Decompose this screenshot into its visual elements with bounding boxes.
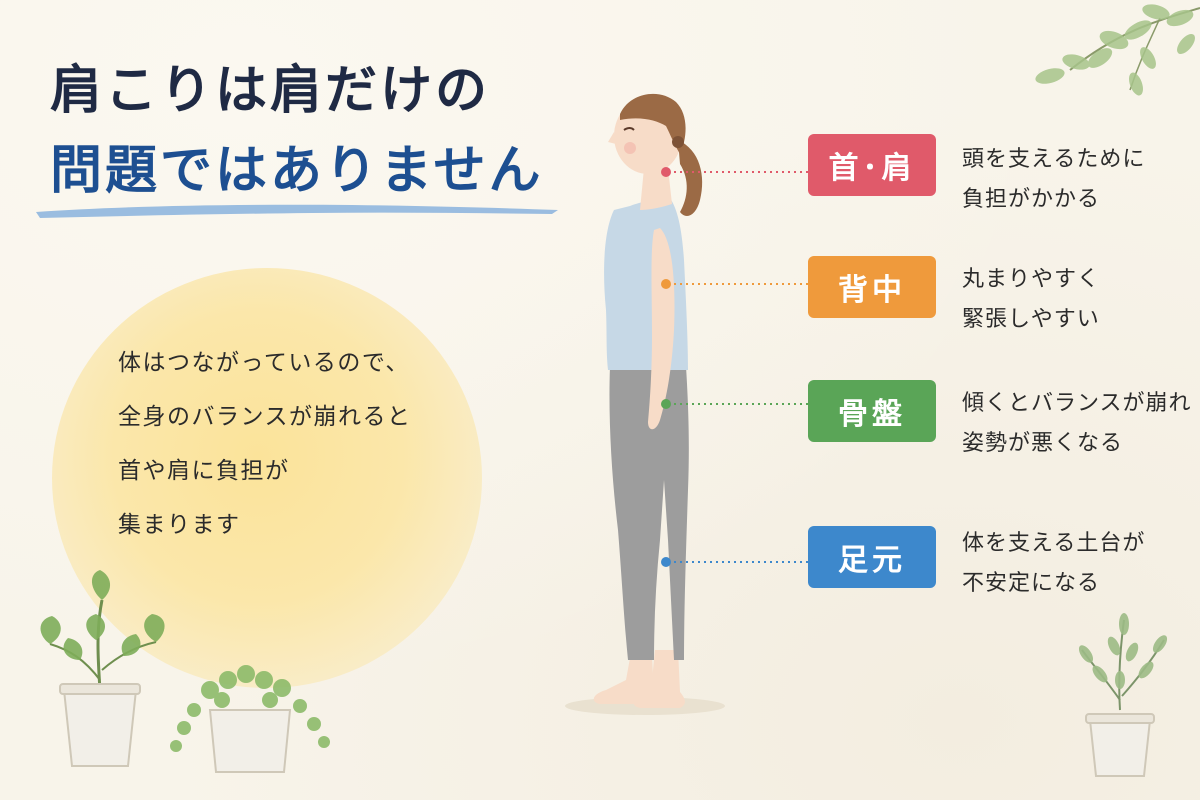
point-dot [661,399,671,409]
desc-line: 頭を支えるために [962,147,1146,172]
brush-underline [36,204,558,218]
standing-woman-figure [565,93,725,715]
small-potted-plant-icon [1078,613,1168,777]
label-pelvis: 骨盤 [808,380,936,442]
title-line-2: 問題ではありません [50,141,544,201]
desc-neck-shoulder: 頭を支えるために 負担がかかる [962,140,1145,220]
leader-line-back [661,279,810,289]
leafy-branch-icon [1035,4,1200,96]
message-text: 体はつながっているので、 全身のバランスが崩れると 首や肩に負担が 集まります [118,336,412,552]
trailing-plant-icon [170,665,330,773]
message-line: 全身のバランスが崩れると [118,404,412,430]
label-neck-shoulder: 首･肩 [808,134,936,196]
desc-line: 負担がかかる [962,187,1101,212]
label-feet: 足元 [808,526,936,588]
message-line: 集まります [118,512,241,538]
leader-line-neck [661,167,810,177]
point-dot [661,557,671,567]
desc-line: 丸まりやすく [962,267,1101,292]
leader-line-pelvis [661,399,810,409]
desc-line: 緊張しやすい [962,307,1100,332]
leader-line-feet [661,557,810,567]
message-line: 首や肩に負担が [118,458,290,484]
desc-line: 不安定になる [962,571,1101,596]
desc-line: 姿勢が悪くなる [962,431,1124,456]
desc-line: 体を支える土台が [962,531,1146,556]
message-line: 体はつながっているので、 [118,350,410,376]
label-back: 背中 [808,256,936,318]
desc-back: 丸まりやすく 緊張しやすい [962,260,1100,340]
highlight-blob [52,268,482,688]
desc-feet: 体を支える土台が 不安定になる [962,524,1145,604]
title-line-1: 肩こりは肩だけの [50,61,491,121]
desc-pelvis: 傾くとバランスが崩れ 姿勢が悪くなる [962,384,1192,464]
potted-plant-icon [40,570,165,767]
point-dot [661,167,671,177]
point-dot [661,279,671,289]
desc-line: 傾くとバランスが崩れ [962,391,1192,416]
